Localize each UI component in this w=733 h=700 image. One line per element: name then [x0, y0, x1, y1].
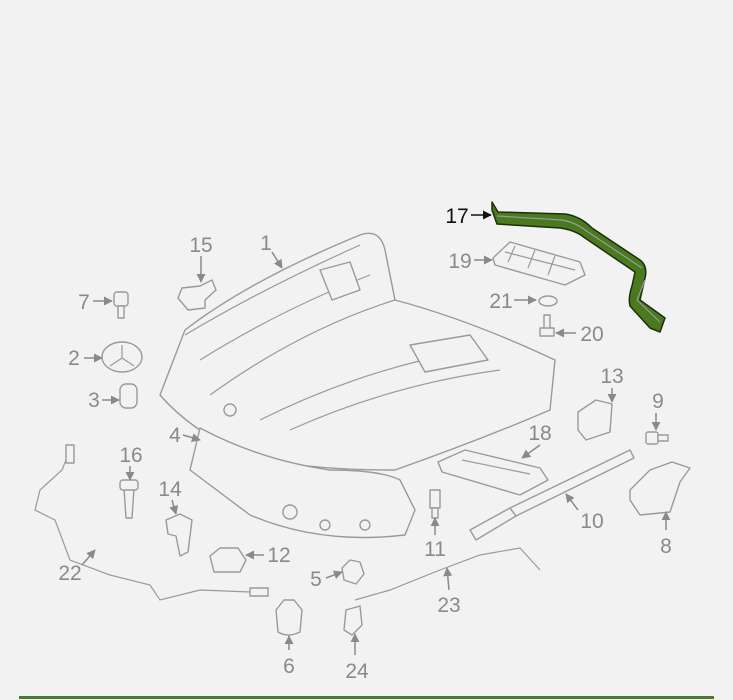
part-22-cable[interactable]	[34, 449, 251, 601]
part-8-hinge[interactable]	[629, 461, 691, 516]
part-16-clip[interactable]	[119, 479, 139, 519]
callout-arrows	[81, 210, 671, 655]
part-7-bumper[interactable]	[113, 291, 129, 319]
part-21-washer[interactable]	[538, 295, 558, 307]
callout-8[interactable]: 8	[660, 535, 672, 558]
callout-4[interactable]: 4	[169, 424, 181, 447]
part-9-bolt[interactable]	[645, 431, 669, 445]
callout-labels: 1 2 3 4 5 6 7 8 9 10 11 12 13 14 15 16 1…	[58, 205, 672, 683]
part-3-grommet[interactable]	[119, 383, 138, 409]
part-12-latch[interactable]	[209, 547, 247, 573]
callout-5[interactable]: 5	[310, 568, 322, 591]
callout-18[interactable]: 18	[528, 422, 551, 445]
callout-14[interactable]: 14	[158, 478, 182, 501]
callout-15[interactable]: 15	[189, 234, 212, 257]
part-23-cable[interactable]	[354, 547, 541, 601]
part-13-bracket[interactable]	[577, 399, 613, 441]
part-11-clip[interactable]	[429, 489, 441, 519]
part-17-seal[interactable]	[491, 201, 666, 333]
callout-17[interactable]: 17	[445, 205, 468, 228]
part-1-hood[interactable]	[159, 232, 556, 471]
callout-6[interactable]: 6	[283, 655, 295, 678]
part-15-bracket[interactable]	[177, 279, 217, 311]
callout-12[interactable]: 12	[267, 544, 290, 567]
callout-24[interactable]: 24	[345, 660, 369, 683]
callout-19[interactable]: 19	[448, 250, 471, 273]
part-20-bolt[interactable]	[539, 314, 555, 337]
callout-22[interactable]: 22	[58, 562, 81, 585]
part-19-grille[interactable]	[492, 241, 586, 286]
part-18-panel[interactable]	[437, 449, 549, 496]
callout-16[interactable]: 16	[119, 444, 142, 467]
part-2-emblem[interactable]	[101, 341, 143, 373]
part-14-bracket[interactable]	[165, 513, 193, 557]
callout-9[interactable]: 9	[652, 390, 664, 413]
callout-13[interactable]: 13	[600, 365, 623, 388]
part-5-clip[interactable]	[341, 559, 365, 585]
callout-10[interactable]: 10	[580, 510, 603, 533]
callout-23[interactable]: 23	[437, 594, 460, 617]
callout-1[interactable]: 1	[260, 232, 272, 255]
callout-21[interactable]: 21	[489, 290, 512, 313]
part-24-bracket[interactable]	[343, 605, 363, 636]
callout-20[interactable]: 20	[580, 323, 603, 346]
part-4-insulation[interactable]	[189, 427, 416, 539]
callout-2[interactable]: 2	[68, 347, 80, 370]
callout-7[interactable]: 7	[78, 291, 90, 314]
callout-3[interactable]: 3	[88, 389, 100, 412]
part-10-gas-strut[interactable]	[469, 449, 635, 541]
bottom-divider	[19, 696, 714, 699]
callout-11[interactable]: 11	[424, 538, 446, 561]
part-6-bumper[interactable]	[275, 599, 303, 636]
